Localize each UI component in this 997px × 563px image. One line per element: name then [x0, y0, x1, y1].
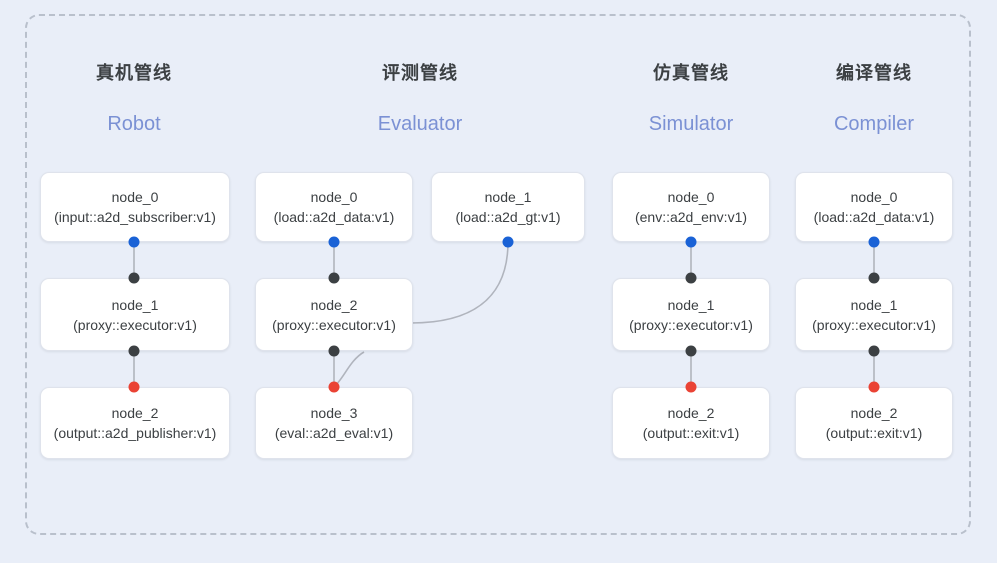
port-output-evaluator-2[interactable]	[328, 345, 340, 357]
node-label-name: node_3	[310, 405, 358, 421]
node-label-type: (output::exit:v1)	[642, 425, 740, 441]
node-evaluator-0[interactable]: node_0 (load::a2d_data:v1)	[255, 172, 413, 242]
node-label-type: (load::a2d_data:v1)	[273, 209, 395, 225]
port-output-robot-1[interactable]	[128, 345, 140, 357]
node-evaluator-3[interactable]: node_3 (eval::a2d_eval:v1)	[255, 387, 413, 459]
node-compiler-0[interactable]: node_0 (load::a2d_data:v1)	[795, 172, 953, 242]
node-label-name: node_2	[310, 296, 358, 313]
node-compiler-2[interactable]: node_2 (output::exit:v1)	[795, 387, 953, 459]
node-label-type: (output::a2d_publisher:v1)	[53, 425, 217, 441]
port-output-simulator-1[interactable]	[685, 345, 697, 357]
node-evaluator-1[interactable]: node_1 (load::a2d_gt:v1)	[431, 172, 585, 242]
node-label-type: (proxy::executor:v1)	[272, 316, 396, 333]
port-input-evaluator-3[interactable]	[328, 381, 340, 393]
node-simulator-0[interactable]: node_0 (env::a2d_env:v1)	[612, 172, 770, 242]
port-input-compiler-2[interactable]	[868, 381, 880, 393]
port-input-simulator-1[interactable]	[685, 272, 697, 284]
port-input-robot-1[interactable]	[128, 272, 140, 284]
port-output-compiler-0[interactable]	[868, 236, 880, 248]
port-input-evaluator-2[interactable]	[328, 272, 340, 284]
port-output-evaluator-1[interactable]	[502, 236, 514, 248]
node-label-name: node_2	[111, 405, 159, 421]
node-label-type: (input::a2d_subscriber:v1)	[54, 209, 216, 225]
node-label-name: node_0	[111, 189, 159, 205]
port-output-evaluator-0[interactable]	[328, 236, 340, 248]
port-output-robot-0[interactable]	[128, 236, 140, 248]
port-input-simulator-2[interactable]	[685, 381, 697, 393]
node-label-name: node_1	[850, 296, 898, 313]
node-label-name: node_0	[850, 189, 898, 205]
port-input-robot-2[interactable]	[128, 381, 140, 393]
node-label-type: (proxy::executor:v1)	[629, 316, 753, 333]
node-label-name: node_1	[667, 296, 715, 313]
node-label-name: node_2	[850, 405, 898, 421]
node-label-type: (env::a2d_env:v1)	[634, 209, 748, 225]
node-label-type: (output::exit:v1)	[825, 425, 923, 441]
node-simulator-1[interactable]: node_1 (proxy::executor:v1)	[612, 278, 770, 351]
node-compiler-1[interactable]: node_1 (proxy::executor:v1)	[795, 278, 953, 351]
node-label-name: node_0	[667, 189, 715, 205]
port-input-compiler-1[interactable]	[868, 272, 880, 284]
pipeline-group-frame	[25, 14, 971, 535]
port-output-simulator-0[interactable]	[685, 236, 697, 248]
node-label-name: node_0	[310, 189, 358, 205]
node-label-name: node_1	[111, 296, 159, 313]
node-label-type: (load::a2d_gt:v1)	[455, 209, 561, 225]
node-robot-1[interactable]: node_1 (proxy::executor:v1)	[40, 278, 230, 351]
node-label-name: node_1	[484, 189, 532, 205]
node-label-name: node_2	[667, 405, 715, 421]
port-output-compiler-1[interactable]	[868, 345, 880, 357]
node-robot-2[interactable]: node_2 (output::a2d_publisher:v1)	[40, 387, 230, 459]
node-label-type: (proxy::executor:v1)	[812, 316, 936, 333]
node-label-type: (load::a2d_data:v1)	[813, 209, 935, 225]
node-evaluator-2[interactable]: node_2 (proxy::executor:v1)	[255, 278, 413, 351]
node-robot-0[interactable]: node_0 (input::a2d_subscriber:v1)	[40, 172, 230, 242]
node-label-type: (proxy::executor:v1)	[73, 316, 197, 333]
node-label-type: (eval::a2d_eval:v1)	[274, 425, 394, 441]
node-simulator-2[interactable]: node_2 (output::exit:v1)	[612, 387, 770, 459]
